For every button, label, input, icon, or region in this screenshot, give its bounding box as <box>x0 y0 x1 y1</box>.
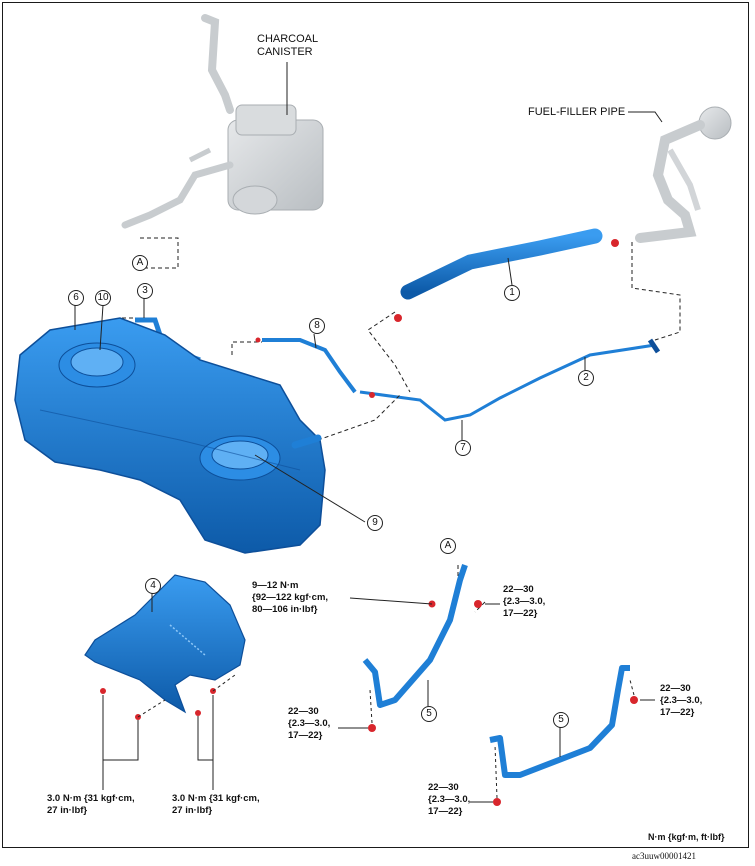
unit-legend: N·m {kgf·m, ft·lbf} <box>648 832 725 842</box>
diagram-frame <box>2 2 749 848</box>
bolt-icon <box>255 337 261 343</box>
callout-4: 4 <box>145 578 161 594</box>
part-5-strap-1 <box>362 564 468 708</box>
bolt-icon <box>195 710 201 716</box>
bolt-icon <box>630 696 638 704</box>
callout-2: 2 <box>578 370 594 386</box>
part-2-clip <box>647 338 661 354</box>
torque-strap-bracket-top: 9—12 N·m {92—122 kgf·cm, 80—106 in·lbf} <box>252 580 329 615</box>
torque-heat-shield-left: 3.0 N·m {31 kgf·cm, 27 in·lbf} <box>47 793 135 816</box>
callout-8: 8 <box>309 318 325 334</box>
callout-5b: 5 <box>553 712 569 728</box>
torque-leaders <box>102 597 655 803</box>
callout-5a: 5 <box>421 706 437 722</box>
fuel-filler-pipe-label: FUEL-FILLER PIPE <box>528 106 626 118</box>
callout-a-strap: A <box>440 538 456 554</box>
bolt-icon <box>100 688 106 694</box>
bolt-icon <box>368 724 376 732</box>
bolt-icon <box>611 239 619 247</box>
callout-7: 7 <box>455 440 471 456</box>
charcoal-canister-label: CHARCOAL CANISTER <box>257 33 319 58</box>
part-2-evap-line <box>359 343 656 422</box>
fuel-filler-pipe <box>635 106 732 243</box>
part-5-strap-2 <box>489 665 630 778</box>
callout-9: 9 <box>367 515 383 531</box>
bolt-icon <box>369 392 375 398</box>
part-4-heat-shield <box>84 574 246 714</box>
torque-strap2-bolt-bottom: 22—30 {2.3—3.0, 17—22} <box>428 782 471 817</box>
filler-leader <box>628 111 663 123</box>
bolt-icon <box>493 798 501 806</box>
callout-a-top: A <box>132 255 148 271</box>
torque-strap-bolt-left: 22—30 {2.3—3.0, 17—22} <box>288 706 331 741</box>
bolt-icon <box>474 600 482 608</box>
fuel-tank <box>14 317 326 554</box>
callout-3: 3 <box>137 283 153 299</box>
part-8-evap-hose <box>262 338 357 394</box>
torque-heat-shield-right: 3.0 N·m {31 kgf·cm, 27 in·lbf} <box>172 793 260 816</box>
bolt-icon <box>394 314 402 322</box>
charcoal-canister <box>121 14 324 229</box>
callout-6: 6 <box>68 290 84 306</box>
callout-1-leader <box>507 257 513 286</box>
torque-strap2-bolt-right: 22—30 {2.3—3.0, 17—22} <box>660 683 703 718</box>
part-1-filler-hose <box>400 228 603 300</box>
torque-strap-bolt-upper-right: 22—30 {2.3—3.0, 17—22} <box>503 584 546 619</box>
callout-1: 1 <box>504 285 520 301</box>
callout-10: 10 <box>95 290 111 306</box>
figure-id: ac3uuw00001421 <box>632 851 696 861</box>
